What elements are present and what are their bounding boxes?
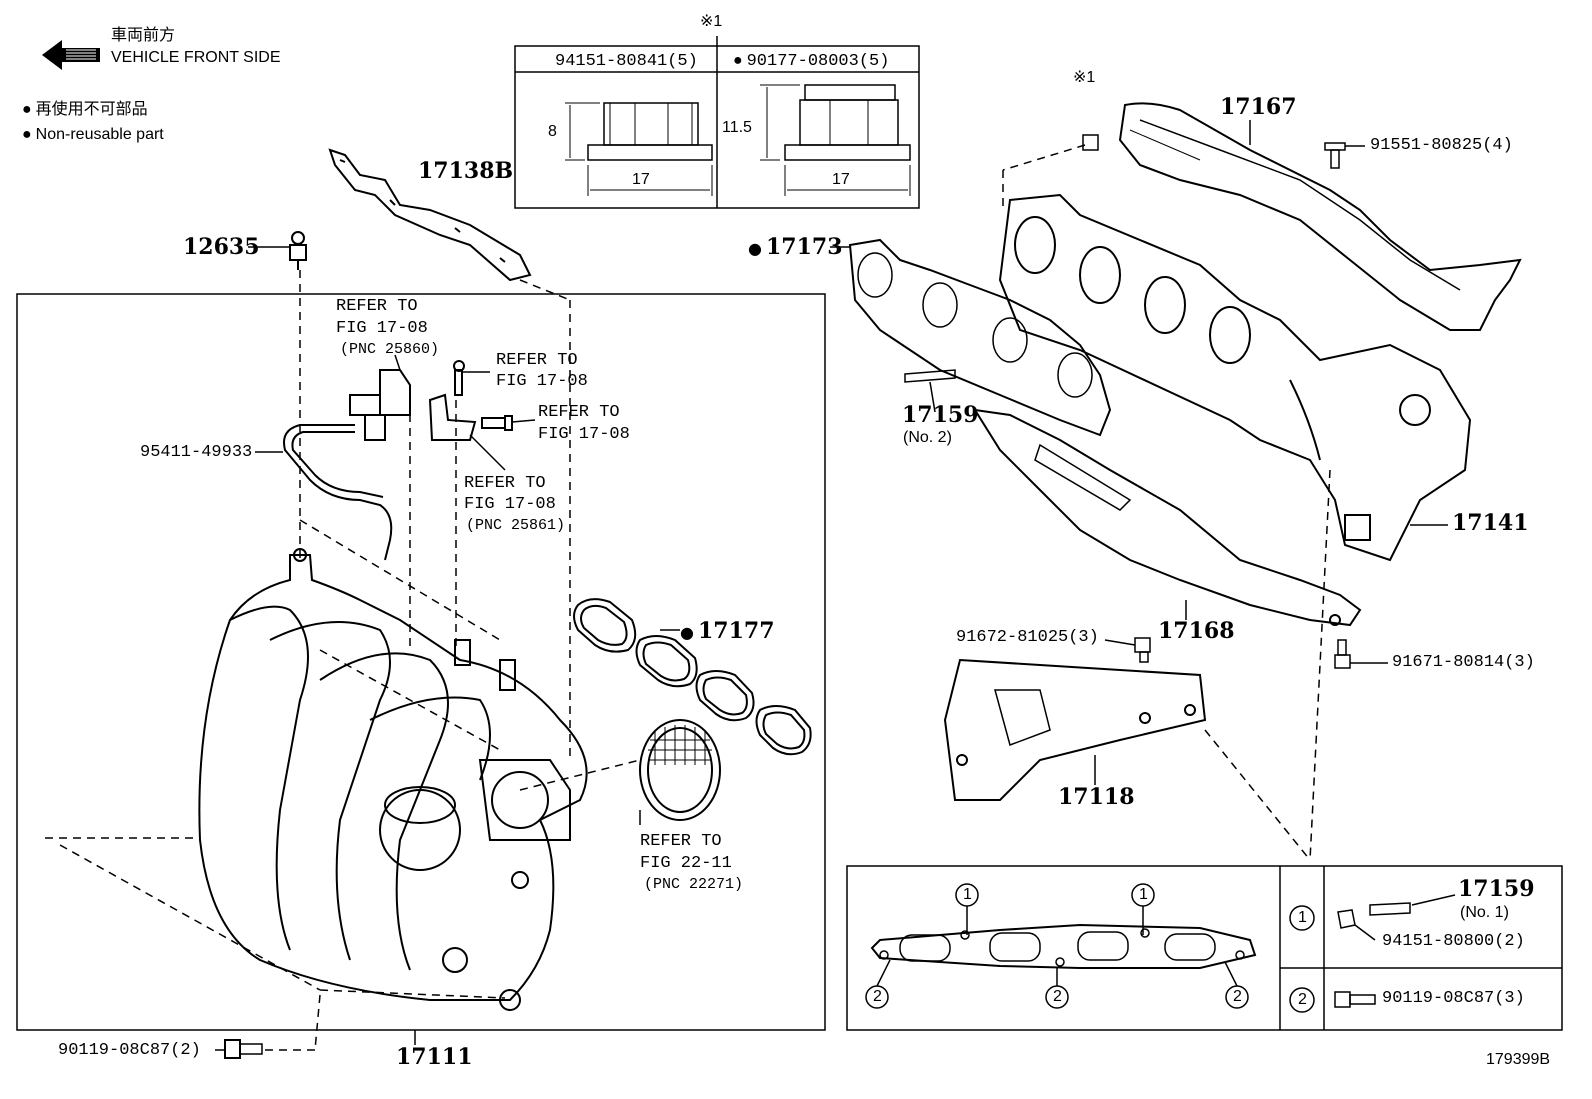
- nut1-width: 17: [632, 171, 650, 188]
- ref1-line1: REFER TO: [336, 297, 418, 316]
- ref5-line1: REFER TO: [640, 832, 722, 851]
- hose-95411: [283, 424, 393, 561]
- gasket-17173: [848, 238, 1112, 437]
- front-arrow-icon: [42, 40, 100, 70]
- nonreuse-jp-label: 再使用不可部品: [22, 102, 148, 118]
- label-17118: 17118: [1058, 784, 1135, 810]
- label-12635: 12635: [183, 234, 260, 260]
- bolt-12635: [289, 231, 307, 270]
- label-17141: 17141: [1452, 510, 1529, 536]
- insulator-17168: [973, 408, 1362, 627]
- ref2-line2: FIG 17-08: [496, 372, 588, 391]
- ref4-line3: (PNC 25861): [466, 517, 566, 534]
- screw: [481, 415, 513, 431]
- row1-circle: 1: [1298, 909, 1307, 926]
- ref5-line2: FIG 22-11: [640, 854, 732, 873]
- bracket-25861: [428, 360, 477, 441]
- intake-group-frame: [16, 293, 826, 1031]
- ref4-line2: FIG 17-08: [464, 495, 556, 514]
- ref3-line2: FIG 17-08: [538, 425, 630, 444]
- nut1-height: 8: [548, 123, 557, 140]
- label-91672: 91672-81025(3): [956, 628, 1099, 647]
- tbl-label-90119: 90119-08C87(3): [1382, 989, 1525, 1008]
- throttle-gasket: [639, 719, 721, 821]
- circle1-b: 1: [1139, 886, 1148, 903]
- ref4-line1: REFER TO: [464, 474, 546, 493]
- mark-nut: ※1: [1073, 69, 1096, 86]
- row2-circle: 2: [1298, 991, 1307, 1008]
- tbl-label-94151: 94151-80800(2): [1382, 932, 1525, 951]
- tbl-label-no1: (No. 1): [1460, 904, 1509, 921]
- bolts-exhaust: [1082, 134, 1351, 669]
- ref1-line2: FIG 17-08: [336, 319, 428, 338]
- bolt-90119: [224, 1039, 263, 1059]
- tbl-label-17159: 17159: [1458, 876, 1535, 902]
- nut-table-col1-pn: 94151-80841(5): [555, 52, 698, 71]
- insulator-17167: [1118, 102, 1522, 331]
- nut2-width: 17: [832, 171, 850, 188]
- label-17167: 17167: [1220, 94, 1297, 120]
- ref2-line1: REFER TO: [496, 351, 578, 370]
- label-17173: 17173: [748, 236, 843, 258]
- label-17168: 17168: [1158, 618, 1235, 644]
- ref3-line1: REFER TO: [538, 403, 620, 422]
- label-17159-no2: 17159: [902, 402, 979, 428]
- nut-spec-table: [514, 36, 920, 209]
- label-17138b: 17138B: [418, 158, 514, 184]
- front-en-label: VEHICLE FRONT SIDE: [111, 49, 281, 66]
- label-17111: 17111: [396, 1044, 473, 1070]
- nut-table-col2-pn: 90177-08003(5): [733, 53, 890, 70]
- label-91551: 91551-80825(4): [1370, 136, 1513, 155]
- gasket-variant-table: [846, 865, 1563, 1031]
- bracket-17138b: [328, 148, 532, 282]
- label-91671: 91671-80814(3): [1392, 653, 1535, 672]
- ref1-line3: (PNC 25860): [340, 341, 440, 358]
- intake-manifold-17111: [198, 548, 588, 1011]
- circle1-a: 1: [963, 886, 972, 903]
- label-95411: 95411-49933: [140, 443, 253, 462]
- label-17177: 17177: [680, 620, 775, 642]
- vsv-valve: [349, 369, 411, 441]
- circle2-c: 2: [1233, 988, 1242, 1005]
- stud-17159: [904, 369, 956, 383]
- circle2-b: 2: [1053, 988, 1062, 1005]
- leader-lines-exhaust: [1002, 144, 1331, 861]
- exhaust-manifold-17141: [998, 193, 1472, 562]
- label-17159-no2-sub: (No. 2): [903, 429, 952, 446]
- bracket-17118: [943, 658, 1207, 801]
- front-jp-label: 車両前方: [111, 27, 176, 44]
- ref5-line3: (PNC 22271): [644, 876, 744, 893]
- circle2-a: 2: [873, 988, 882, 1005]
- leader-lines-intake: [45, 270, 641, 1051]
- label-90119-2: 90119-08C87(2): [58, 1041, 201, 1060]
- nonreuse-en-label: Non-reusable part: [22, 127, 164, 143]
- gasket-17177: [573, 598, 812, 756]
- illustration-number: 179399B: [1486, 1051, 1551, 1068]
- nut2-height: 11.5: [722, 119, 752, 136]
- leader-lines-exhaust-solid: [830, 120, 1448, 785]
- nut-table-mark: ※1: [700, 13, 723, 30]
- leader-lines: [215, 246, 680, 1051]
